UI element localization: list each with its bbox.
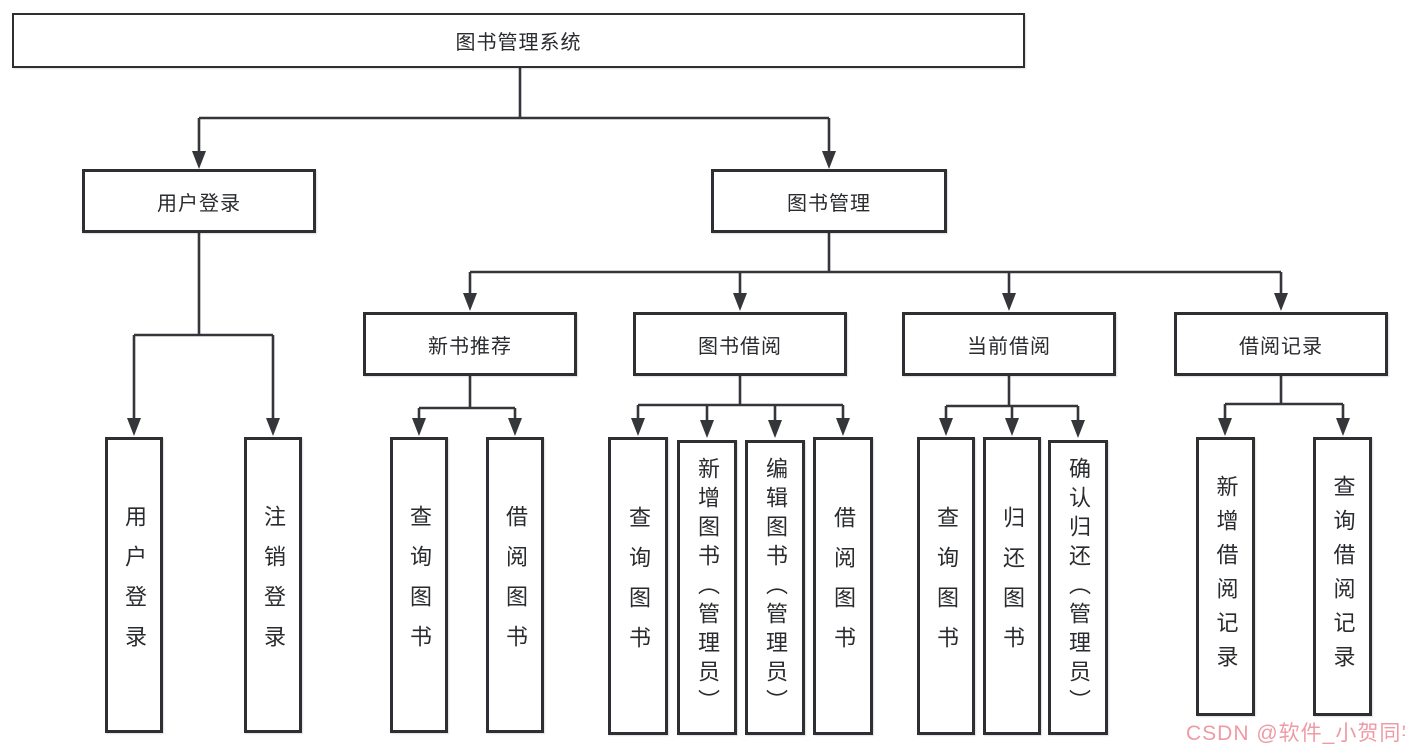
leaf-return-book-label: 归还图书 (1000, 506, 1025, 666)
node-root-label: 图书管理系统 (455, 32, 582, 54)
leaf-query-borrow-record: 查询借阅记录 (1313, 437, 1372, 716)
leaf-query-book-2: 查询图书 (608, 437, 668, 735)
node-new-book-recommend-label: 新书推荐 (428, 335, 512, 358)
node-book-borrow-label: 图书借阅 (698, 335, 782, 358)
leaf-logout: 注销登录 (244, 437, 302, 733)
node-borrow-records: 借阅记录 (1174, 312, 1388, 376)
leaf-borrow-book-1-label: 借阅图书 (503, 505, 528, 665)
branch-user-login (127, 233, 280, 436)
node-borrow-records-label: 借阅记录 (1239, 335, 1323, 358)
branch-borrow-records (1218, 376, 1350, 436)
branch-book-borrow (631, 376, 850, 438)
node-current-borrow-label: 当前借阅 (967, 335, 1051, 358)
leaf-query-book-1-label: 查询图书 (407, 505, 432, 665)
node-user-login-label: 用户登录 (157, 192, 241, 215)
leaf-add-book-admin: 新增图书（管理员） (677, 440, 737, 735)
leaf-borrow-book-2-label: 借阅图书 (831, 506, 856, 666)
leaf-edit-book-admin: 编辑图书（管理员） (745, 440, 805, 735)
branch-book-management (463, 233, 1288, 311)
leaf-query-book-3-label: 查询图书 (934, 506, 959, 666)
leaf-logout-label: 注销登录 (261, 505, 286, 665)
leaf-return-book: 归还图书 (983, 437, 1041, 735)
leaf-query-borrow-record-label: 查询借阅记录 (1330, 474, 1356, 679)
leaf-add-book-admin-label: 新增图书（管理员） (695, 457, 720, 718)
leaf-confirm-return-admin-label: 确认归还（管理员） (1066, 457, 1091, 718)
leaf-borrow-book-1: 借阅图书 (486, 437, 544, 733)
node-user-login: 用户登录 (82, 169, 316, 233)
leaf-query-book-2-label: 查询图书 (626, 506, 651, 666)
node-book-borrow: 图书借阅 (633, 312, 847, 376)
leaf-query-book-1: 查询图书 (390, 437, 448, 733)
branch-new-book-recommend (412, 376, 522, 436)
node-book-management-label: 图书管理 (787, 192, 871, 215)
branch-current-borrow (939, 376, 1085, 438)
node-new-book-recommend: 新书推荐 (363, 312, 577, 376)
leaf-query-book-3: 查询图书 (917, 437, 975, 735)
leaf-borrow-book-2: 借阅图书 (813, 437, 873, 735)
leaf-confirm-return-admin: 确认归还（管理员） (1048, 440, 1108, 735)
csdn-watermark: CSDN @软件_小贺同学 (1186, 722, 1405, 745)
leaf-edit-book-admin-label: 编辑图书（管理员） (763, 457, 788, 718)
leaf-user-login: 用户登录 (105, 437, 163, 733)
node-current-borrow: 当前借阅 (902, 312, 1116, 376)
branch-root (192, 68, 836, 169)
leaf-user-login-label: 用户登录 (122, 505, 147, 665)
node-root: 图书管理系统 (12, 13, 1025, 68)
node-book-management: 图书管理 (711, 169, 947, 233)
leaf-add-borrow-record-label: 新增借阅记录 (1213, 474, 1239, 679)
leaf-add-borrow-record: 新增借阅记录 (1196, 437, 1255, 716)
